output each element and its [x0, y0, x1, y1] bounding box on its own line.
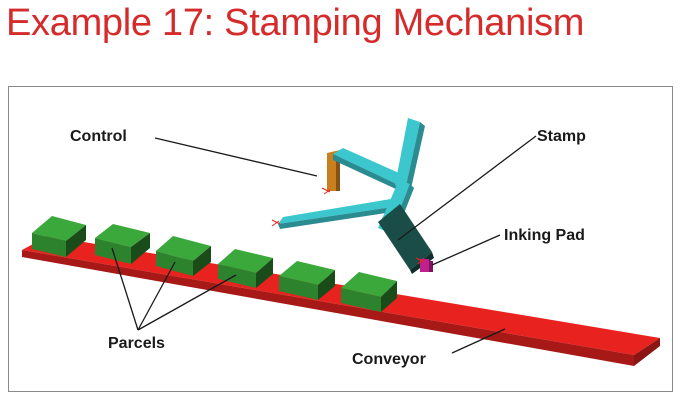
stamp-callout-line — [397, 135, 537, 241]
inking-pad — [415, 257, 433, 272]
parcel — [279, 261, 335, 300]
callout-lines — [111, 135, 537, 354]
parcel — [341, 272, 397, 312]
inking-pad-callout-line — [431, 234, 501, 266]
page-title: Example 17: Stamping Mechanism — [6, 2, 585, 44]
parcels-callout-line — [137, 261, 176, 331]
conveyor-callout-line — [451, 328, 506, 354]
label-conveyor: Conveyor — [352, 351, 426, 368]
label-control: Control — [70, 128, 127, 145]
label-inking-pad: Inking Pad — [504, 227, 585, 244]
linkage-arms — [271, 118, 425, 236]
parcels-group — [32, 216, 397, 312]
parcels-callout-line — [137, 274, 237, 331]
conveyor-side — [22, 250, 634, 366]
parcel — [218, 249, 273, 288]
label-stamp: Stamp — [537, 128, 586, 145]
label-parcels: Parcels — [108, 335, 165, 352]
control-callout-line — [154, 137, 318, 177]
parcels-callout-line — [111, 247, 139, 331]
conveyor-end — [634, 338, 660, 366]
parcel — [32, 216, 86, 257]
